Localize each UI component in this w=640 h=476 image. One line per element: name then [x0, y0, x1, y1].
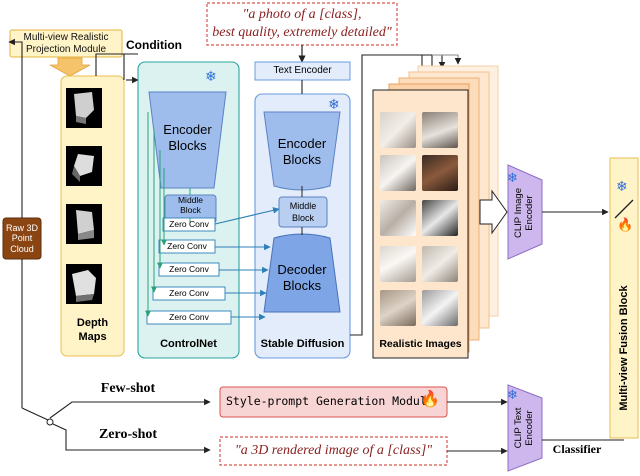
style-fire-icon: 🔥 [420, 391, 440, 408]
text-encoder-label: Text Encoder [273, 65, 332, 77]
sd-decoder-label-2: Blocks [282, 277, 322, 293]
photo-9 [380, 290, 416, 326]
clip-text-encoder-shape [507, 384, 543, 472]
switch-node [46, 418, 54, 426]
depth-map-4 [66, 264, 102, 304]
sd-encoder-shape [263, 111, 341, 191]
sd-middle-label-2: Block [291, 212, 314, 223]
style-prompt-label: Style-prompt Generation Module [226, 394, 434, 409]
clip-text-label: CLIP Text Encoder [513, 407, 535, 449]
zero-conv-5-label: Zero Conv [169, 311, 209, 322]
photo-10 [422, 290, 458, 326]
photo-5 [380, 200, 416, 236]
stable-diffusion-title: Stable Diffusion [260, 337, 345, 350]
zero-shot-label: Zero-shot [98, 426, 158, 442]
photo-2 [422, 112, 458, 148]
controlnet-snowflake-icon: ❄ [205, 69, 217, 85]
photo-6 [422, 200, 458, 236]
depth-map-1-chair [74, 92, 94, 124]
zero-conv-1 [162, 217, 216, 232]
fusion-block-label: Multi-view Fusion Block [617, 285, 630, 411]
condition-label: Condition [126, 38, 182, 53]
controlnet-title: ControlNet [160, 337, 217, 350]
sd-middle-label-1: Middle [289, 200, 317, 211]
images-to-clip-arrow [479, 189, 508, 235]
top-prompt-line-1: "a photo of a [class], [242, 6, 362, 22]
classifier-label: Classifier [552, 442, 602, 457]
controlnet-middle-label-2: Block [180, 205, 201, 216]
clip-image-label: CLIP Image Encoder [513, 188, 535, 238]
depth-map-2 [66, 146, 102, 186]
sd-decoder-shape [263, 233, 341, 313]
sd-decoder-label-1: Decoder [277, 261, 327, 277]
depth-map-2-chair [72, 154, 94, 182]
zero-conv-3-label: Zero Conv [169, 263, 209, 274]
depth-maps-label-2: Maps [78, 330, 107, 343]
clip-text-snowflake-icon: ❄ [507, 388, 518, 403]
sd-snowflake-icon: ❄ [328, 97, 340, 113]
photo-8 [422, 246, 458, 282]
photo-3 [380, 155, 416, 191]
fusion-block-box [609, 157, 639, 439]
controlnet-encoder-label-1: Encoder [163, 121, 212, 137]
realistic-images-label: Realistic Images [379, 337, 462, 350]
depth-map-3-chair [76, 210, 94, 240]
depth-map-4-chair [72, 270, 96, 302]
zero-conv-1-label: Zero Conv [169, 218, 209, 229]
sd-encoder-label-1: Encoder [277, 135, 327, 151]
zero-shot-prompt-label: "a 3D rendered image of a [class]" [234, 442, 433, 458]
photo-7 [380, 246, 416, 282]
controlnet-encoder-label-2: Blocks [168, 137, 207, 153]
zero-conv-2-label: Zero Conv [167, 240, 207, 251]
photo-4 [422, 155, 458, 191]
top-prompt-line-2: best quality, extremely detailed" [212, 24, 392, 40]
controlnet-middle-label-1: Middle [177, 195, 204, 206]
projection-module-label: Multi-view Realistic Projection Module [23, 32, 109, 55]
clip-image-snowflake-icon: ❄ [507, 171, 518, 186]
raw-point-cloud-label: Raw 3D Point Cloud [5, 222, 38, 254]
clip-image-encoder-shape [507, 164, 543, 260]
depth-maps-label-1: Depth [76, 316, 109, 329]
depth-map-3 [66, 204, 102, 244]
few-shot-label: Few-shot [100, 380, 156, 396]
fusion-fire-icon: 🔥 [617, 217, 634, 232]
controlnet-encoder-shape [148, 91, 227, 189]
photo-1 [380, 112, 416, 148]
depth-map-1 [66, 88, 102, 128]
sd-encoder-label-2: Blocks [282, 151, 322, 167]
top-prompt-box [206, 2, 398, 46]
fusion-snowflake-icon: ❄ [616, 179, 628, 195]
projection-down-arrow [49, 57, 91, 77]
zero-conv-4-label: Zero Conv [169, 287, 209, 298]
